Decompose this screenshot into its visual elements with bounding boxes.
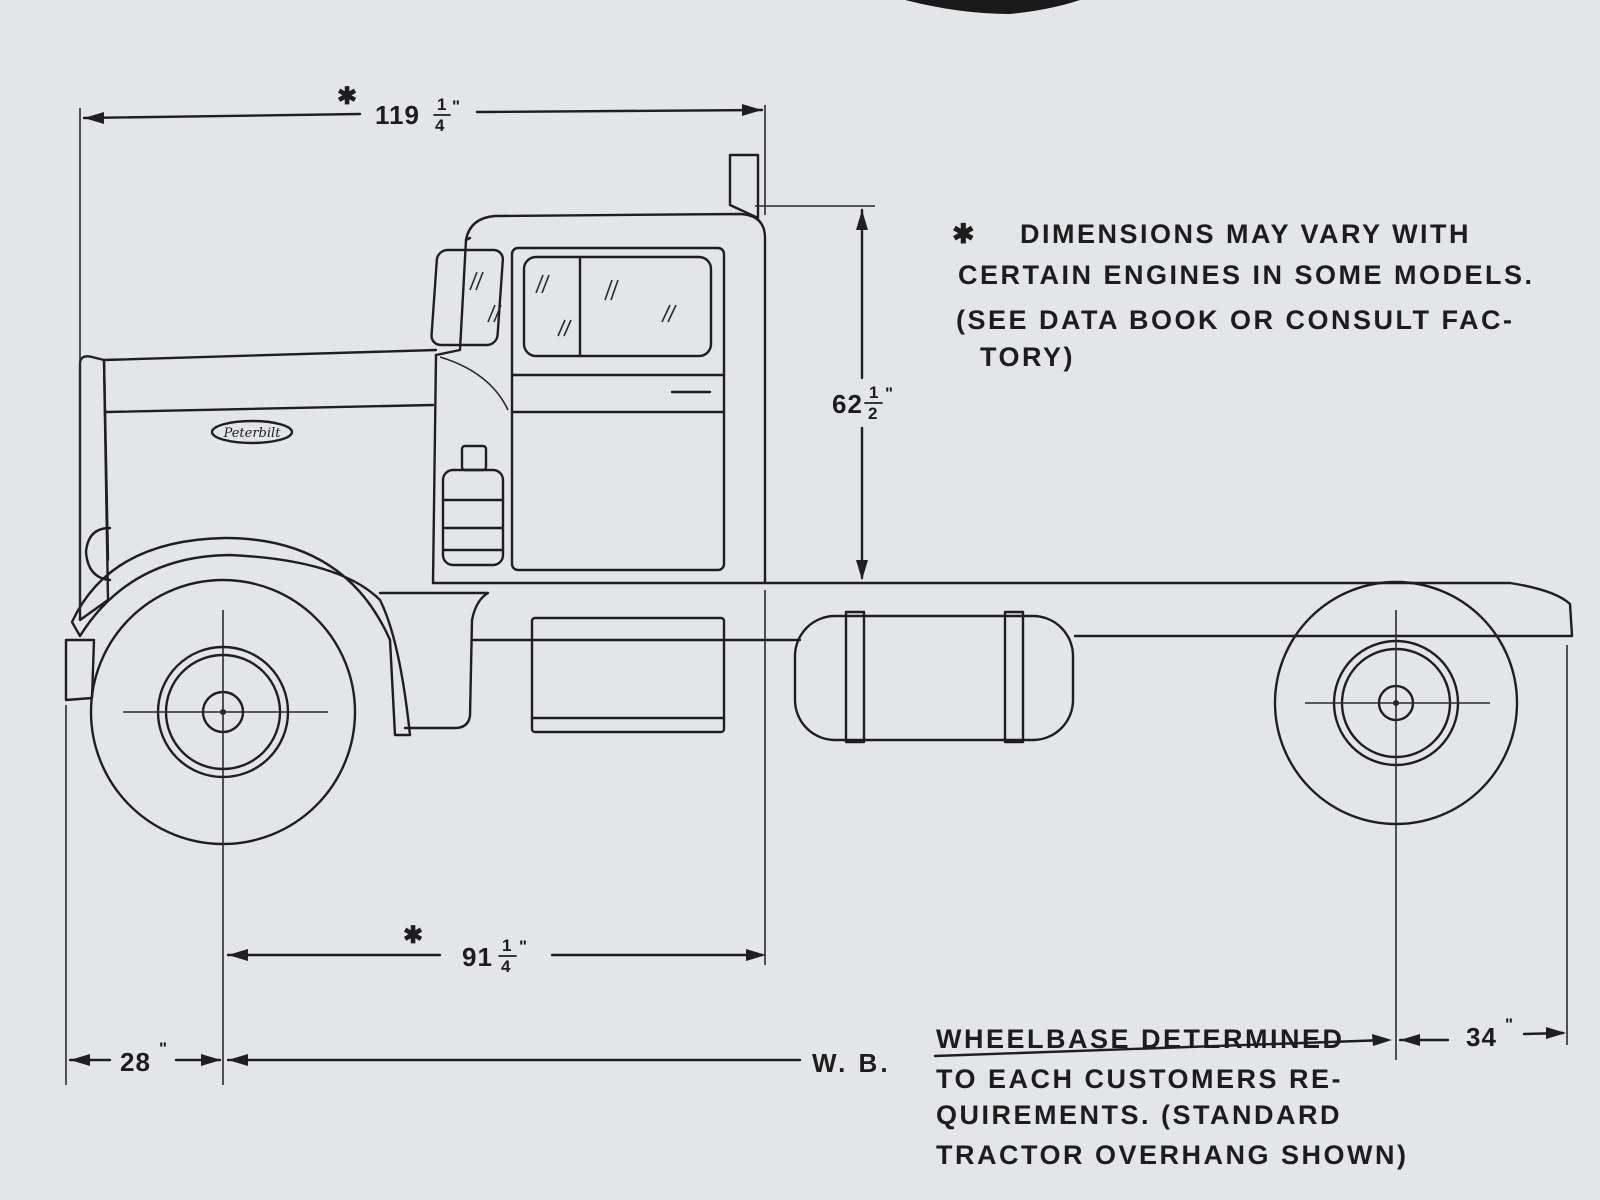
wheelbase-line-2: TO EACH CUSTOMERS RE- <box>936 1064 1343 1094</box>
front-bumper <box>64 638 96 702</box>
dim-overall-den: 4 <box>435 116 445 135</box>
dim-overall-num: 1 <box>437 95 447 114</box>
note-asterisk: ✱ <box>952 219 977 249</box>
note-line-1: DIMENSIONS MAY VARY WITH <box>1020 219 1471 249</box>
air-cleaner <box>441 444 505 567</box>
frame-rail <box>431 581 1574 638</box>
truck-drawing: Peterbilt <box>64 153 1574 1085</box>
battery-box <box>530 616 726 734</box>
headlight <box>84 526 112 582</box>
dim-overall-unit: " <box>452 97 461 116</box>
dimension-note: ✱ DIMENSIONS MAY VARY WITH CERTAIN ENGIN… <box>952 219 1535 372</box>
wheelbase-note: W. B. WHEELBASE DETERMINED TO EACH CUSTO… <box>812 1024 1409 1170</box>
exhaust-stack <box>728 153 760 220</box>
cab-rear-line <box>464 236 472 242</box>
cab-step <box>378 591 490 730</box>
dim-rear-overhang-unit: " <box>1505 1015 1514 1034</box>
dimension-lines <box>65 104 1568 1085</box>
grille <box>78 355 110 622</box>
dim-cab-height-unit: " <box>885 384 894 403</box>
dim-bumper-to-cab-unit: " <box>519 937 528 956</box>
dim-bumper-to-cab-whole: 91 <box>462 942 493 972</box>
top-edge-dark-shape <box>905 0 1080 14</box>
note-line-3: (SEE DATA BOOK OR CONSULT FAC- <box>956 305 1514 335</box>
dim-front-overhang-unit: " <box>159 1039 168 1058</box>
dim-cab-height-den: 2 <box>868 404 878 423</box>
wheelbase-abbr: W. B. <box>812 1048 891 1078</box>
dim-bumper-to-cab-den: 4 <box>501 957 511 976</box>
cab-front-window <box>430 248 505 347</box>
cab-door <box>510 246 726 572</box>
wheelbase-line-4: TRACTOR OVERHANG SHOWN) <box>936 1140 1409 1170</box>
dim-overall-length: ✱ 119 1 4 " <box>337 83 461 135</box>
wheelbase-line-3: QUIREMENTS. (STANDARD <box>936 1100 1342 1130</box>
dim-bumper-to-cab-asterisk: ✱ <box>403 922 424 949</box>
dim-cab-height-whole: 62 <box>832 389 863 419</box>
wheelbase-line-1: WHEELBASE DETERMINED <box>936 1024 1345 1054</box>
front-fender <box>70 536 412 737</box>
dim-overall-asterisk: ✱ <box>337 83 358 110</box>
front-wheel <box>89 578 357 1085</box>
dim-bumper-to-cab-num: 1 <box>502 936 512 955</box>
dim-front-overhang: 28 " <box>120 1039 168 1077</box>
rear-wheel <box>1273 580 1519 1060</box>
cab-outline <box>434 212 767 584</box>
dim-cab-height: 62 1 2 " <box>832 383 894 423</box>
hood-badge-text: Peterbilt <box>223 426 282 441</box>
note-line-4: TORY) <box>980 342 1075 372</box>
dim-bumper-to-cab: ✱ 91 1 4 " <box>403 922 528 976</box>
hood-badge <box>210 419 294 445</box>
dim-rear-overhang: 34 " <box>1466 1015 1514 1052</box>
fuel-tank <box>793 610 1075 744</box>
note-line-2: CERTAIN ENGINES IN SOME MODELS. <box>958 260 1535 290</box>
dim-overall-whole: 119 <box>375 100 420 130</box>
cab-door-window <box>522 255 713 358</box>
dim-front-overhang-value: 28 <box>120 1047 151 1077</box>
hood <box>102 348 438 562</box>
dim-rear-overhang-value: 34 <box>1466 1022 1497 1052</box>
dim-cab-height-num: 1 <box>869 383 879 402</box>
